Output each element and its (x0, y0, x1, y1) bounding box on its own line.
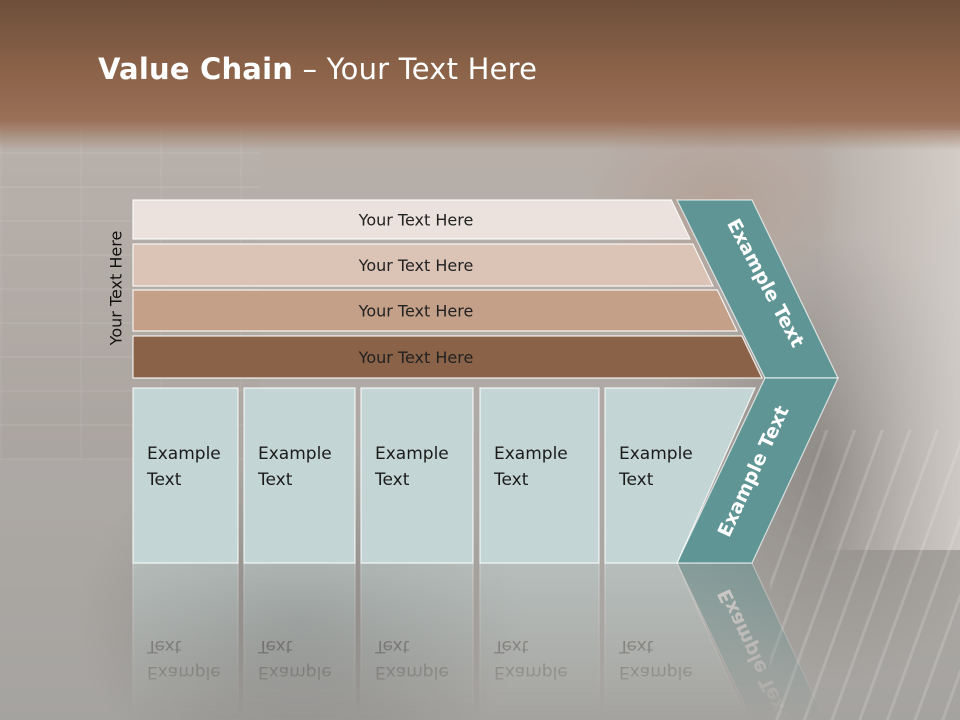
process-box-label-line1: Example (619, 662, 693, 682)
process-box-shape (132, 387, 239, 564)
value-bar-label: Your Text Here (358, 211, 474, 230)
process-box-label-line2: Text (618, 470, 654, 490)
process-box-shape (360, 387, 474, 564)
value-bar-label: Your Text Here (358, 256, 474, 275)
process-box-label-line1: Example (375, 444, 449, 464)
diagram-reflection: Example TextExampleTextExampleTextExampl… (132, 562, 826, 720)
process-box-shape (604, 387, 756, 564)
value-bar: Your Text Here (132, 335, 763, 379)
slide-title-bold: Value Chain (98, 52, 294, 86)
value-bar: Your Text Here (132, 199, 691, 240)
value-bar-shape (132, 199, 691, 240)
process-box-label-line1: Example (375, 662, 449, 682)
process-box-label-line2: Text (374, 470, 410, 490)
process-box-label-line2: Text (618, 636, 654, 656)
value-bar: Your Text Here (132, 289, 738, 332)
value-bar-label: Your Text Here (358, 302, 474, 321)
value-bar: Your Text Here (132, 243, 714, 287)
chevron-lower-shape (676, 377, 839, 564)
process-box-label-line2: Text (257, 470, 293, 490)
process-box-label-line1: Example (258, 444, 332, 464)
value-bar-shape (132, 289, 738, 332)
process-box-label-line2: Text (146, 636, 182, 656)
slide-title: Value Chain – Your Text Here (98, 52, 537, 86)
header-band (0, 0, 960, 150)
value-bar-label: Your Text Here (358, 348, 474, 367)
background-stucco-wall (820, 130, 960, 550)
value-bar-shape (132, 243, 714, 287)
process-box-label-line2: Text (257, 636, 293, 656)
process-box-label-line2: Text (146, 470, 182, 490)
process-box-label-line1: Example (258, 662, 332, 682)
process-box-label-line1: Example (494, 444, 568, 464)
process-box-shape (479, 387, 600, 564)
value-bar-shape (132, 335, 763, 379)
process-box: Example Text (479, 562, 600, 720)
process-box-shape (243, 387, 356, 564)
process-box: Example Text (243, 562, 356, 720)
process-box: Example Text (132, 562, 239, 720)
slide-title-rest: – Your Text Here (293, 52, 538, 86)
reflection-group: Example TextExampleTextExampleTextExampl… (132, 562, 826, 720)
process-box-label-line2: Text (493, 470, 529, 490)
process-box-label-line1: Example (619, 444, 693, 464)
process-box-label-line1: Example (147, 662, 221, 682)
process-box: Example Text (360, 562, 474, 720)
process-box-label-line2: Text (493, 636, 529, 656)
process-box-label-line1: Example (147, 444, 221, 464)
process-box-label-line2: Text (374, 636, 410, 656)
process-box-label-line1: Example (494, 662, 568, 682)
